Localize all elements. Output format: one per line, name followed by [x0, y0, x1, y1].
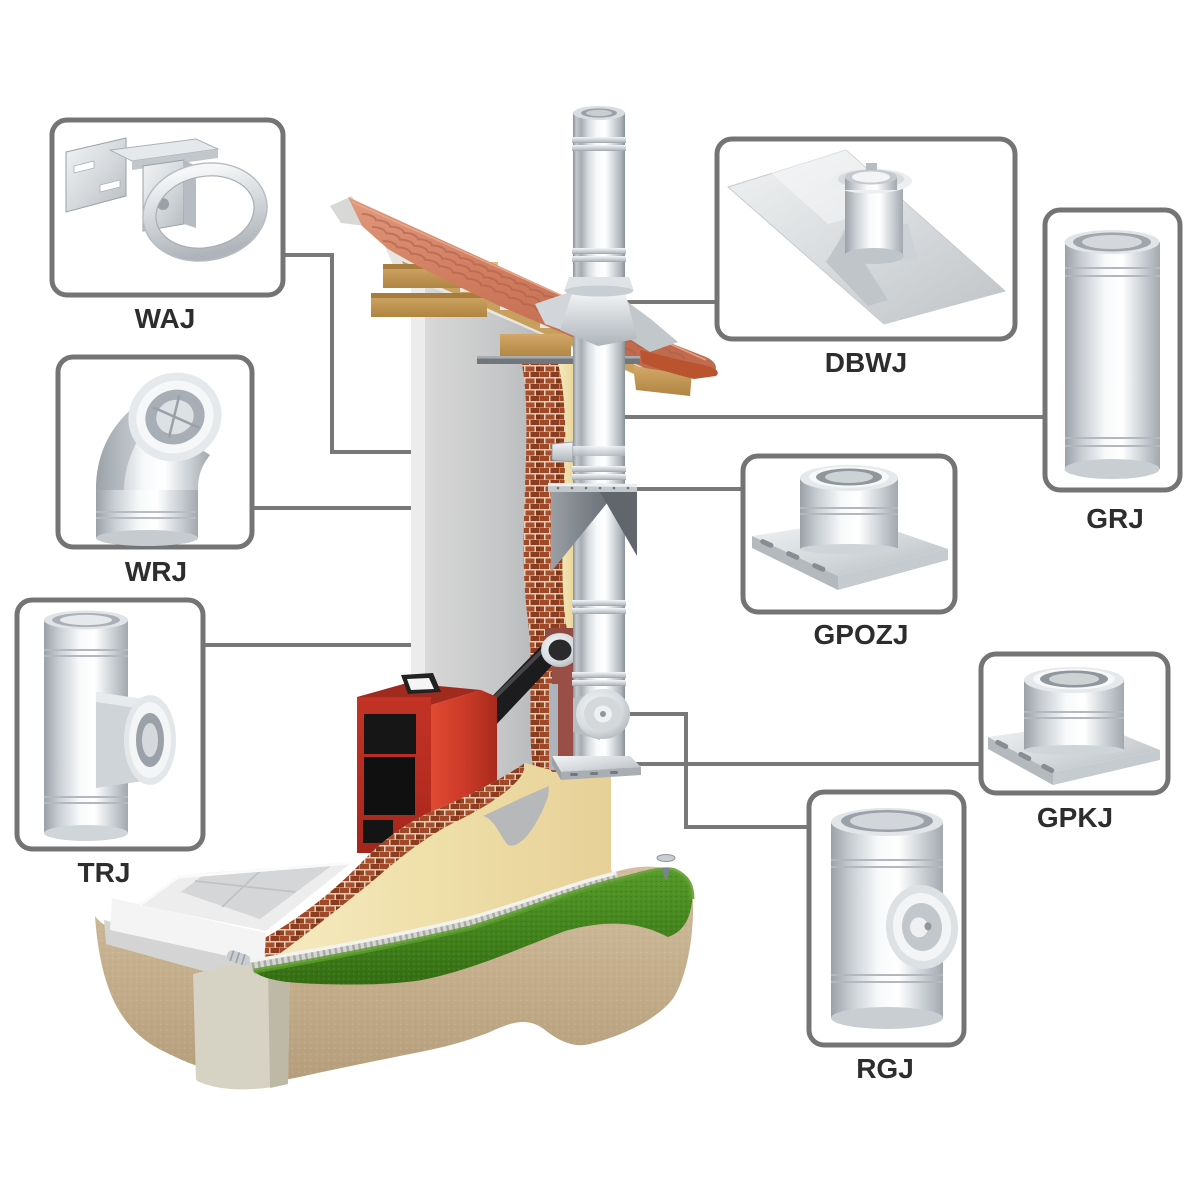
- svg-text:WRJ: WRJ: [125, 556, 187, 587]
- svg-text:TRJ: TRJ: [78, 857, 131, 888]
- svg-text:GRJ: GRJ: [1086, 503, 1144, 534]
- svg-text:GPOZJ: GPOZJ: [814, 619, 909, 650]
- svg-text:WAJ: WAJ: [135, 303, 196, 334]
- svg-text:DBWJ: DBWJ: [825, 347, 907, 378]
- svg-text:RGJ: RGJ: [856, 1053, 914, 1084]
- svg-text:GPKJ: GPKJ: [1037, 802, 1113, 833]
